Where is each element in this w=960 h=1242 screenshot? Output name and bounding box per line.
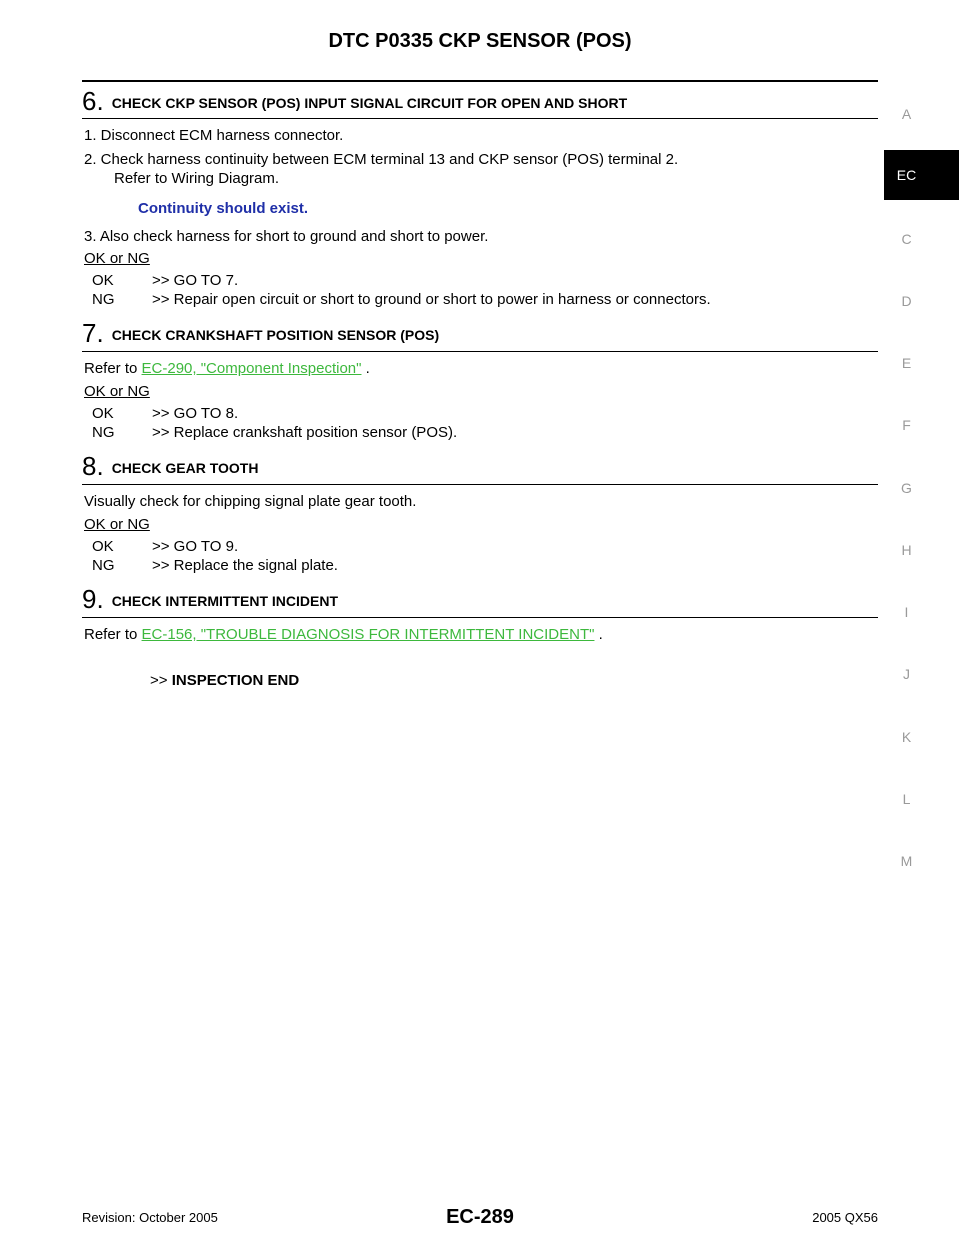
- step-6-result-ng: NG>> Repair open circuit or short to gro…: [92, 291, 711, 308]
- step-7-title: CHECK CRANKSHAFT POSITION SENSOR (POS): [111, 327, 440, 343]
- section-index-nav: A EC C D E F G H I J K L M: [884, 0, 960, 1242]
- step-7-result-ok: OK>> GO TO 8.: [92, 405, 239, 422]
- section-index-f[interactable]: F: [902, 417, 911, 433]
- step-7-ok-or-ng: OK or NG: [84, 383, 150, 400]
- section-index-k[interactable]: K: [901, 729, 912, 745]
- step-8-heading: 8. CHECK GEAR TOOTH: [82, 451, 258, 482]
- section-index-h[interactable]: H: [901, 542, 912, 558]
- step-7-number: 7.: [82, 318, 104, 348]
- section-index-a[interactable]: A: [901, 106, 912, 122]
- step-9-rule: [82, 617, 878, 618]
- step-6-title: CHECK CKP SENSOR (POS) INPUT SIGNAL CIRC…: [111, 95, 628, 111]
- section-index-m[interactable]: M: [900, 853, 913, 869]
- step-7-rule: [82, 351, 878, 352]
- section-index-j[interactable]: J: [903, 666, 910, 682]
- step-7-heading: 7. CHECK CRANKSHAFT POSITION SENSOR (POS): [82, 318, 439, 349]
- page-title: DTC P0335 CKP SENSOR (POS): [328, 30, 632, 52]
- footer-model: 2005 QX56: [812, 1210, 878, 1225]
- step-8-rule: [82, 484, 878, 485]
- link-intermittent-incident[interactable]: EC-156, "TROUBLE DIAGNOSIS FOR INTERMITT…: [141, 626, 595, 643]
- section-index-g[interactable]: G: [901, 480, 912, 496]
- step-6-heading: 6. CHECK CKP SENSOR (POS) INPUT SIGNAL CI…: [82, 86, 627, 117]
- section-index-e[interactable]: E: [901, 355, 912, 371]
- step-6-item-1: 1. Disconnect ECM harness connector.: [84, 127, 344, 144]
- section-index-ec-active[interactable]: EC: [884, 150, 959, 200]
- step-8-text: Visually check for chipping signal plate…: [84, 493, 417, 510]
- step-6-ok-or-ng: OK or NG: [84, 250, 150, 267]
- step-8-result-ng: NG>> Replace the signal plate.: [92, 557, 338, 574]
- step-6-item-2-cont: Refer to Wiring Diagram.: [114, 170, 280, 187]
- step-9-refer: Refer to EC-156, "TROUBLE DIAGNOSIS FOR …: [84, 626, 603, 643]
- step-8-number: 8.: [82, 451, 104, 481]
- step-8-result-ok: OK>> GO TO 9.: [92, 538, 239, 555]
- footer-page-number: EC-289: [446, 1206, 514, 1228]
- step-9-number: 9.: [82, 584, 104, 614]
- section-index-l[interactable]: L: [902, 791, 911, 807]
- step-6-item-2: 2. Check harness continuity between ECM …: [84, 151, 679, 168]
- step-6-rule: [82, 118, 878, 119]
- step-9-title: CHECK INTERMITTENT INCIDENT: [111, 593, 339, 609]
- step-6-spec: Continuity should exist.: [138, 200, 309, 217]
- step-6-item-3: 3. Also check harness for short to groun…: [84, 228, 489, 245]
- section-index-d[interactable]: D: [901, 293, 912, 309]
- step-8-title: CHECK GEAR TOOTH: [111, 460, 259, 476]
- step-8-ok-or-ng: OK or NG: [84, 516, 150, 533]
- section-index-i[interactable]: I: [904, 604, 909, 620]
- step-6-number: 6.: [82, 86, 104, 116]
- step-6-result-ok: OK>> GO TO 7.: [92, 272, 239, 289]
- section-index-c[interactable]: C: [901, 231, 912, 247]
- step-9-end: >> INSPECTION END: [150, 672, 300, 689]
- header-rule: [82, 80, 878, 82]
- link-component-inspection[interactable]: EC-290, "Component Inspection": [141, 360, 362, 377]
- step-7-refer: Refer to EC-290, "Component Inspection" …: [84, 360, 370, 377]
- step-7-result-ng: NG>> Replace crankshaft position sensor …: [92, 424, 458, 441]
- step-9-heading: 9. CHECK INTERMITTENT INCIDENT: [82, 584, 338, 615]
- footer-revision: Revision: October 2005: [82, 1210, 218, 1225]
